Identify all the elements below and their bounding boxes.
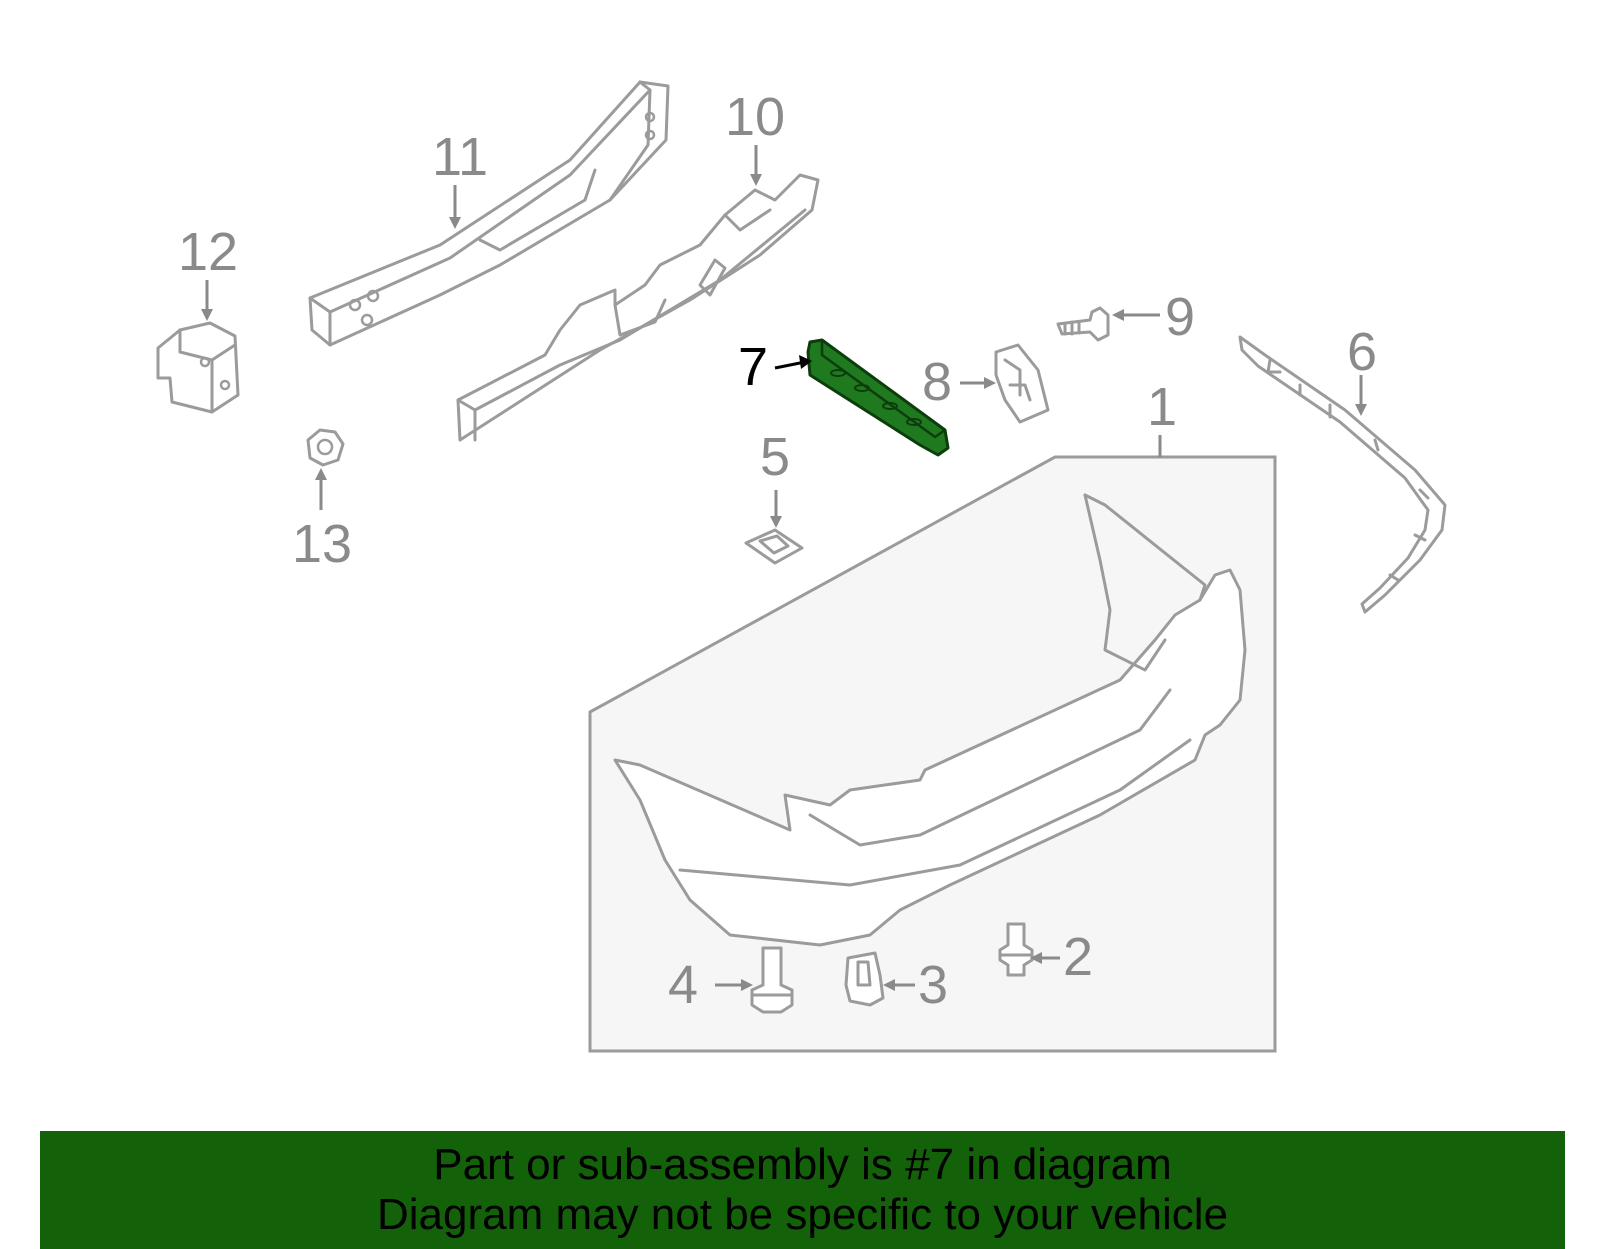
- callout-labels: 1 2 3 4 5 6 7 8 9 10 11 12 13: [178, 87, 1377, 1015]
- callout-12: 12: [178, 222, 238, 282]
- callout-2: 2: [1063, 927, 1093, 987]
- callout-11: 11: [432, 127, 488, 187]
- part-4-bolt: [750, 946, 794, 1014]
- part-11-reinforcement: [308, 80, 670, 347]
- callout-1: 1: [1147, 377, 1177, 437]
- part-6-trim-molding: [1238, 335, 1447, 614]
- callout-10: 10: [725, 87, 785, 147]
- callout-7[interactable]: 7: [738, 337, 768, 397]
- callout-8: 8: [922, 352, 952, 412]
- part-8-side-bracket: [994, 343, 1050, 424]
- part-12-bracket: [156, 321, 240, 414]
- callout-13: 13: [292, 514, 352, 574]
- parts-diagram: 1 2 3 4 5 6 7 8 9 10 11 12 13: [156, 80, 1447, 1053]
- leader-arrows: [201, 145, 1367, 991]
- callout-5: 5: [760, 427, 790, 487]
- part-9-bolt: [1056, 306, 1110, 342]
- bumper-cover-group: [588, 455, 1277, 1053]
- part-13-nut: [306, 428, 345, 467]
- callout-9: 9: [1165, 287, 1195, 347]
- callout-6: 6: [1347, 322, 1377, 382]
- part-10-energy-absorber: [456, 173, 820, 442]
- part-3-clip: [844, 951, 885, 1007]
- banner-line-disclaimer: Diagram may not be specific to your vehi…: [376, 1190, 1229, 1239]
- callout-3: 3: [918, 955, 948, 1015]
- part-5-pad: [744, 528, 804, 565]
- part-2-pin: [998, 922, 1034, 977]
- banner-line-part-number: Part or sub-assembly is #7 in diagram: [433, 1140, 1172, 1189]
- info-banner: Part or sub-assembly is #7 in diagram Di…: [40, 1131, 1565, 1249]
- callout-4: 4: [668, 955, 698, 1015]
